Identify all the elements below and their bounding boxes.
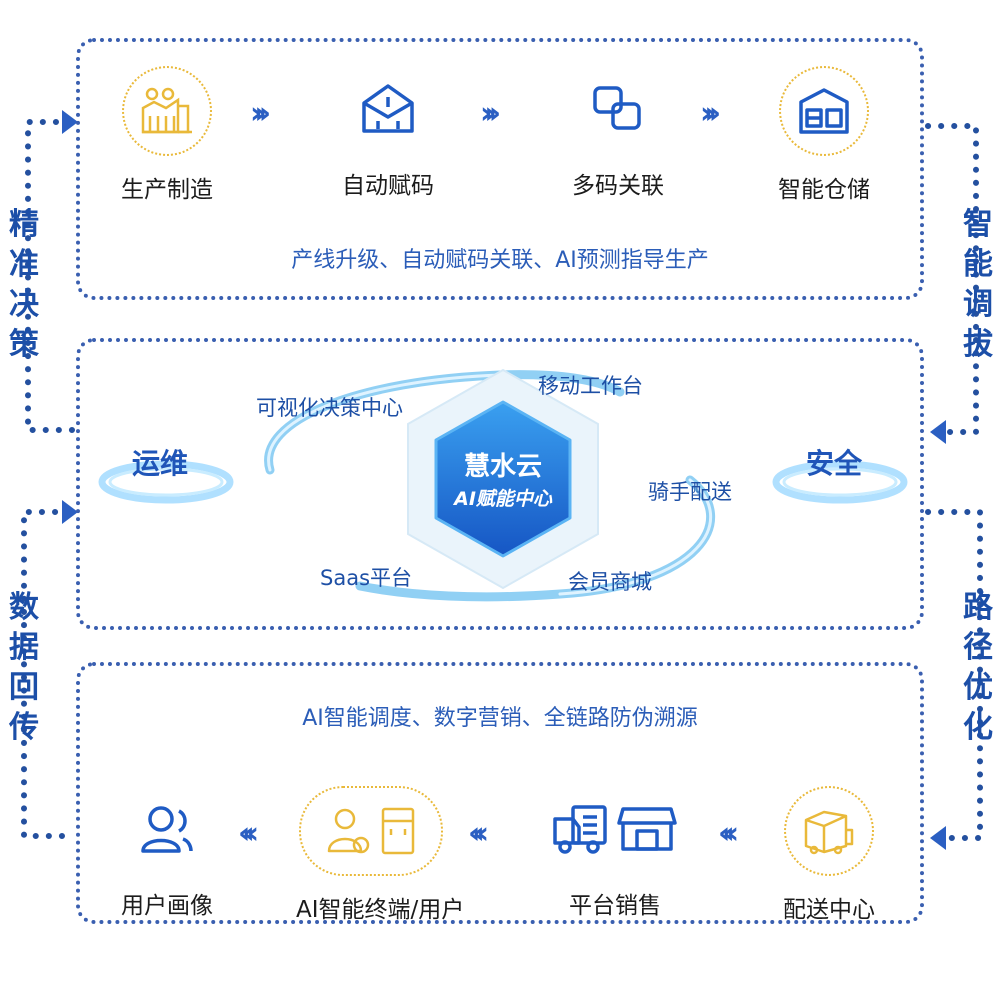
truck-storefront-icon (545, 786, 685, 872)
user-profile-icon (124, 786, 210, 872)
step-multi-code: 多码关联 (543, 66, 693, 200)
security-label: 安全 (806, 447, 863, 480)
step-smart-storage: 智能仓储 (749, 66, 899, 204)
side-label-route-optimize: 路 径 优 化 (958, 588, 998, 748)
linked-squares-icon (575, 66, 661, 152)
chevron-left-icon: ‹‹‹ (238, 816, 259, 851)
step-ai-terminal: AI智能终端/用户 (296, 786, 465, 924)
step-label: 多码关联 (572, 173, 664, 199)
ai-hub: 慧水云 AI赋能中心 (398, 368, 608, 590)
step-label: AI智能终端/用户 (296, 897, 465, 923)
coding-envelope-icon (345, 66, 431, 152)
factory-icon (122, 66, 212, 156)
orbit-label-saas: Saas平台 (320, 566, 413, 590)
chevron-left-icon: ‹‹‹ (718, 816, 739, 851)
side-char: 准 (9, 247, 39, 282)
production-panel (76, 38, 924, 300)
side-char: 化 (963, 710, 993, 745)
side-char: 据 (9, 630, 39, 665)
side-label-precise-decision: 精 准 决 策 (4, 205, 44, 365)
step-label: 用户画像 (121, 893, 213, 919)
orbit-label-decision: 可视化决策中心 (256, 396, 403, 420)
ai-terminal-icon (299, 786, 443, 876)
ops-label: 运维 (132, 447, 189, 480)
distribution-panel (76, 662, 924, 924)
side-char: 数 (9, 590, 39, 625)
side-label-data-return: 数 据 回 传 (4, 588, 44, 748)
bottom-caption: AI智能调度、数字营销、全链路防伪溯源 (302, 706, 698, 731)
ai-center-panel (76, 338, 924, 630)
warehouse-icon (779, 66, 869, 156)
orbit-label-mobile: 移动工作台 (538, 374, 643, 398)
step-label: 平台销售 (569, 893, 661, 919)
side-char: 调 (963, 287, 993, 322)
side-char: 传 (9, 710, 39, 745)
step-user-profile: 用户画像 (92, 786, 242, 920)
step-auto-coding: 自动赋码 (313, 66, 463, 200)
side-char: 精 (9, 207, 39, 242)
side-char: 策 (9, 327, 39, 362)
hub-subtitle: AI赋能中心 (454, 488, 552, 510)
step-platform-sales: 平台销售 (540, 786, 690, 920)
step-label: 生产制造 (121, 177, 213, 203)
side-char: 优 (963, 670, 993, 705)
top-caption: 产线升级、自动赋码关联、AI预测指导生产 (291, 248, 709, 273)
side-char: 拔 (963, 327, 993, 362)
orbit-label-member-mall: 会员商城 (568, 570, 652, 594)
chevron-left-icon: ‹‹‹ (468, 816, 489, 851)
orbit-label-rider: 骑手配送 (648, 480, 732, 504)
step-label: 智能仓储 (778, 177, 870, 203)
side-char: 路 (963, 590, 993, 625)
step-production: 生产制造 (92, 66, 242, 204)
side-char: 回 (9, 670, 39, 705)
hub-title: 慧水云 (463, 452, 542, 482)
side-char: 智 (963, 207, 993, 242)
side-label-smart-dispatch: 智 能 调 拔 (958, 205, 998, 365)
side-char: 能 (963, 247, 993, 282)
step-delivery-center: 配送中心 (754, 786, 904, 924)
side-char: 决 (9, 287, 39, 322)
step-label: 自动赋码 (342, 173, 434, 199)
side-char: 径 (963, 630, 993, 665)
step-label: 配送中心 (783, 897, 875, 923)
delivery-box-icon (784, 786, 874, 876)
